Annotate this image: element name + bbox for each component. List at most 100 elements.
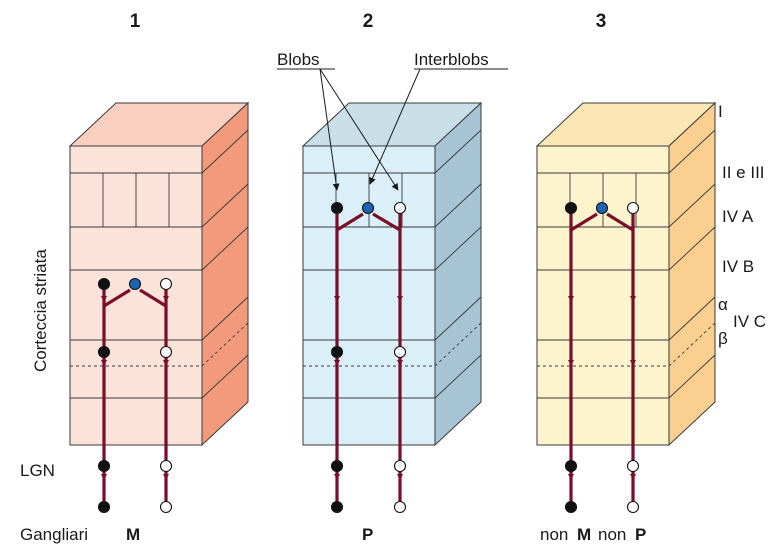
column-2-top-right-neuron xyxy=(393,201,407,215)
column-3-block xyxy=(535,101,717,447)
column-3-side-face xyxy=(668,101,716,447)
column-1-right-synapse-0 xyxy=(163,296,169,302)
column-2-ganglion-right-neuron xyxy=(393,500,407,514)
column-1-right-branch xyxy=(139,288,167,308)
column-3-ivc-divider-side xyxy=(668,322,716,367)
column-2-ivc-right-neuron xyxy=(393,345,407,359)
interblobs-label: Interblobs xyxy=(414,50,489,69)
layer-ivb-label: IV B xyxy=(722,257,754,276)
column-3-ganglion-right-neuron xyxy=(626,500,640,514)
column-3-lgn-left-neuron xyxy=(564,459,578,473)
column-3-circuit xyxy=(564,201,640,514)
column-2-ganglion-left-neuron xyxy=(330,500,344,514)
column-2-side-line-1 xyxy=(434,183,482,228)
column-2-right-synapse-2 xyxy=(397,474,403,480)
column-3-left-synapse-2 xyxy=(568,474,574,480)
column-1-right-synapse-2 xyxy=(163,474,169,480)
column-1-ivc-right-neuron xyxy=(159,345,173,359)
column-2-left-branch xyxy=(336,212,364,232)
non-p-label-p: P xyxy=(635,525,646,544)
column-3-blob-neuron xyxy=(595,201,609,215)
column-1-right-synapse-1 xyxy=(163,360,169,366)
column-1-top-right-neuron xyxy=(159,277,173,291)
column-3-right-branch xyxy=(606,212,634,232)
column-2-ivc-divider-side xyxy=(434,322,482,367)
layer-ivc-label: IV C xyxy=(733,312,766,331)
column-1-lgn-left-neuron xyxy=(97,459,111,473)
column-1-side-line-0 xyxy=(201,129,249,174)
cortex-label: Corteccia striata xyxy=(31,249,50,372)
column-1-top-left-neuron xyxy=(97,277,111,291)
column-2-side-line-2 xyxy=(434,226,482,271)
column-1-left-synapse-2 xyxy=(101,474,107,480)
column-3-left-branch xyxy=(570,212,598,232)
column-2-right-synapse-0 xyxy=(397,296,403,302)
column-1-ivc-divider-side xyxy=(201,322,249,367)
column-3-right-synapse-0 xyxy=(630,296,636,302)
column-1-ganglion-left-neuron xyxy=(97,500,111,514)
column-3-side-line-0 xyxy=(668,129,716,174)
layer-iva-label: IV A xyxy=(722,207,754,226)
column-2-circuit xyxy=(330,201,407,514)
column-2-side-face xyxy=(434,101,482,447)
cortex-blocks xyxy=(68,101,717,447)
column-1-block xyxy=(68,101,250,447)
column-1-side-line-3 xyxy=(201,296,249,341)
column-3-ganglion-left-neuron xyxy=(564,500,578,514)
column-2-blob-neuron xyxy=(361,201,375,215)
column-3-side-line-2 xyxy=(668,226,716,271)
column-3-left-synapse-1 xyxy=(568,360,574,366)
column-2-number: 2 xyxy=(363,11,374,32)
column-1-left-synapse-1 xyxy=(101,360,107,366)
column-2-top-left-neuron xyxy=(330,201,344,215)
layer-ii-iii-label: II e III xyxy=(722,163,765,182)
column-2-side-line-0 xyxy=(434,129,482,174)
column-1-left-synapse-0 xyxy=(101,296,107,302)
column-1-side-line-1 xyxy=(201,183,249,228)
blob-callouts xyxy=(277,68,508,191)
column-2-block xyxy=(301,101,483,447)
m-pathway-label: M xyxy=(126,525,140,544)
column-2-lgn-right-neuron xyxy=(393,459,407,473)
non-m-label-prefix: non xyxy=(540,525,568,544)
column-3-lgn-right-neuron xyxy=(626,459,640,473)
column-1-ivc-left-neuron xyxy=(97,345,111,359)
blobs-label: Blobs xyxy=(277,50,320,69)
column-2-left-synapse-0 xyxy=(334,296,340,302)
p-pathway-label: P xyxy=(362,525,373,544)
column-1-side-line-2 xyxy=(201,226,249,271)
interblobs-arrow xyxy=(369,68,421,185)
column-1-lgn-right-neuron xyxy=(159,459,173,473)
column-2-right-branch xyxy=(372,212,401,232)
column-1-left-branch xyxy=(103,288,131,308)
layer-i-label: I xyxy=(718,102,723,121)
column-1-side-face xyxy=(201,101,249,447)
layer-alpha-label: α xyxy=(718,295,728,314)
column-3-left-synapse-0 xyxy=(568,296,574,302)
non-m-label-m: M xyxy=(577,525,591,544)
cell-circuits xyxy=(97,201,640,514)
layer-beta-label: β xyxy=(718,329,728,348)
column-2-side-line-3 xyxy=(434,296,482,341)
column-1-circuit xyxy=(97,277,173,514)
column-3-side-line-1 xyxy=(668,183,716,228)
column-3-right-synapse-2 xyxy=(630,474,636,480)
column-2-lgn-left-neuron xyxy=(330,459,344,473)
column-3-top-right-neuron xyxy=(626,201,640,215)
non-p-label-prefix: non xyxy=(598,525,626,544)
blobs-arrow-right xyxy=(319,68,399,191)
column-1-side-line-4 xyxy=(201,354,249,399)
column-3-side-line-4 xyxy=(668,354,716,399)
blobs-arrow-left xyxy=(319,68,340,191)
column-2-side-line-4 xyxy=(434,354,482,399)
column-1-number: 1 xyxy=(130,11,141,32)
column-3-top-left-neuron xyxy=(564,201,578,215)
column-2-right-synapse-1 xyxy=(397,360,403,366)
lgn-label: LGN xyxy=(20,461,55,480)
column-2-ivc-left-neuron xyxy=(330,345,344,359)
column-3-side-line-3 xyxy=(668,296,716,341)
column-2-left-synapse-2 xyxy=(334,474,340,480)
ganglia-label: Gangliari xyxy=(20,525,88,544)
column-3-right-synapse-1 xyxy=(630,360,636,366)
